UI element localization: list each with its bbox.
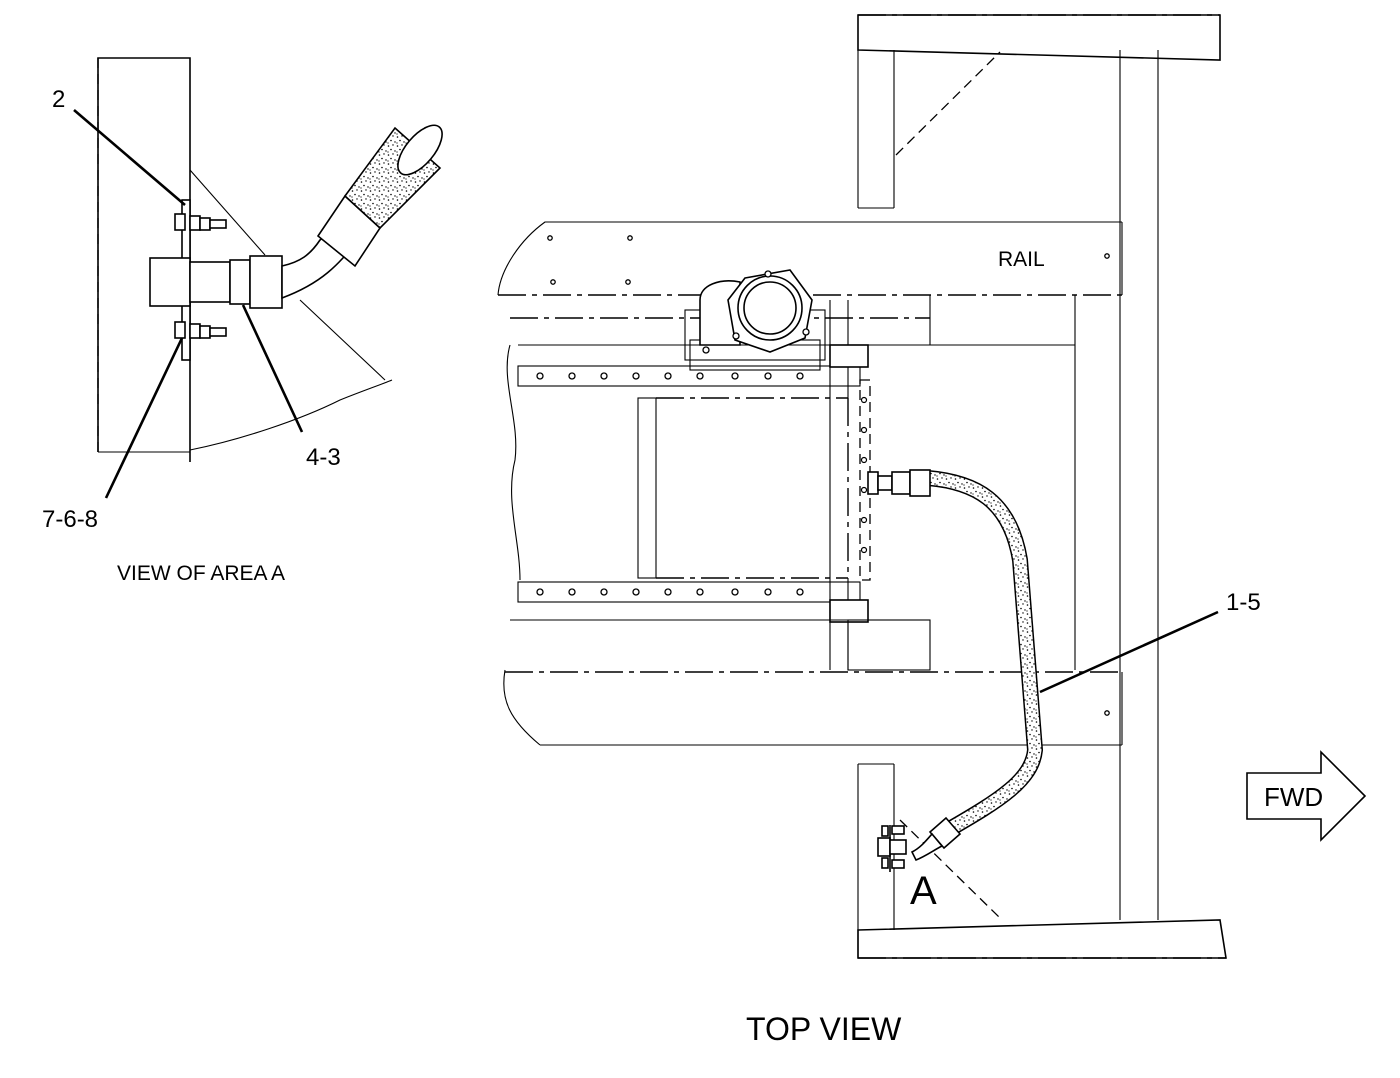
leader-1-5 <box>1039 610 1219 694</box>
detail-view-area-a <box>73 57 443 499</box>
rail-label: RAIL <box>998 248 1045 271</box>
fwd-arrow <box>1246 750 1367 842</box>
view-of-area-caption: VIEW OF AREA A <box>117 562 285 585</box>
hose-assembly <box>867 469 1044 862</box>
top-view-caption: TOP VIEW <box>746 1011 902 1047</box>
fwd-label: FWD <box>1264 782 1323 812</box>
callout-4-3: 4-3 <box>306 444 341 471</box>
area-a-marker: A <box>910 869 937 913</box>
rail-assembly <box>497 221 1123 746</box>
bulkhead-fitting-area-a <box>877 825 907 872</box>
callout-2: 2 <box>52 86 65 113</box>
callout-1-5: 1-5 <box>1226 589 1261 616</box>
elbow-housing <box>684 269 826 371</box>
callout-7-6-8: 7-6-8 <box>42 506 98 533</box>
frame-structure <box>857 14 1227 959</box>
